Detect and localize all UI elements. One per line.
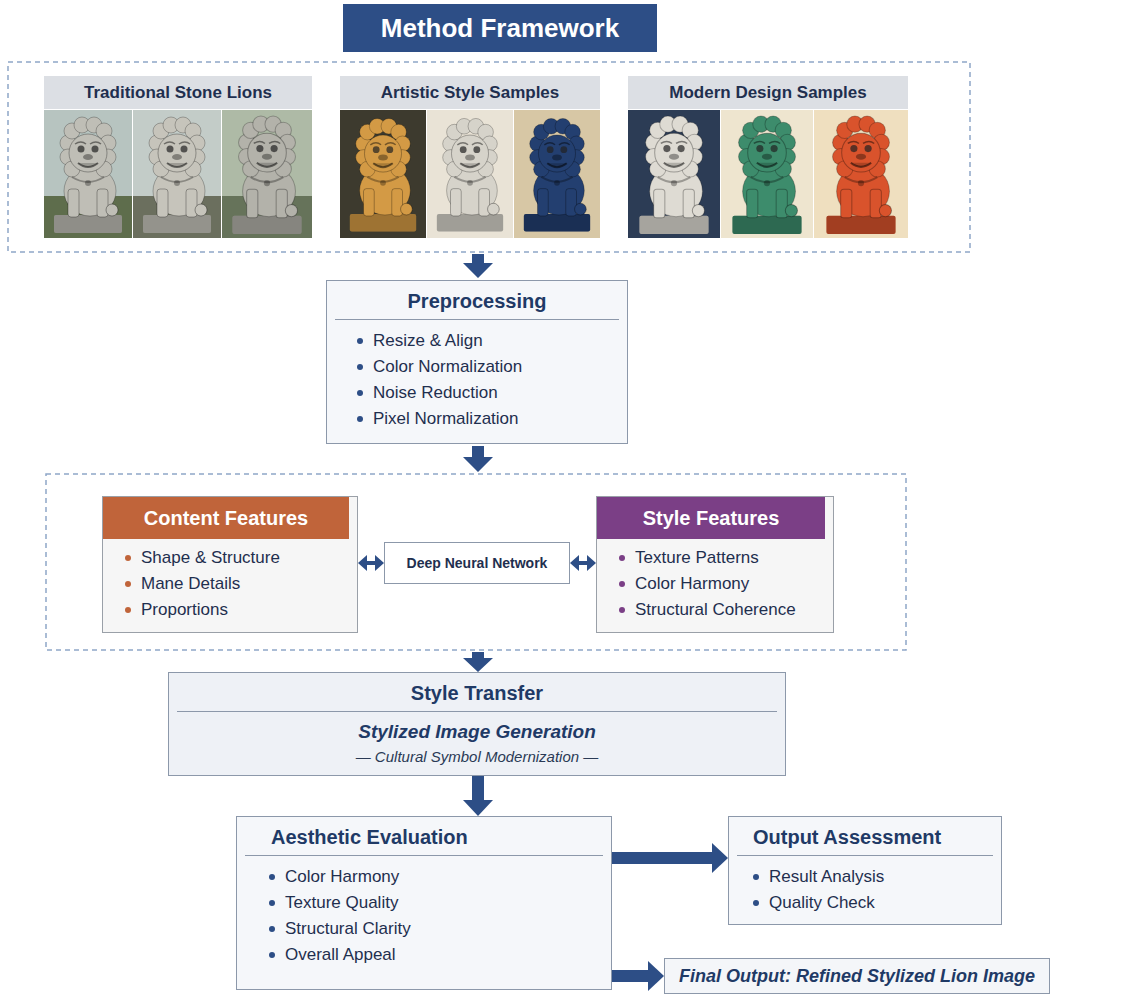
- box-heading: Output Assessment: [737, 825, 993, 856]
- network-box: Deep Neural Network: [384, 542, 570, 584]
- subheading: Stylized Image Generation: [177, 718, 777, 746]
- photo-ground: [814, 110, 908, 238]
- bullet-item: Color Normalization: [357, 354, 619, 380]
- bullet-item: Overall Appeal: [269, 942, 603, 968]
- bullet-item: Texture Patterns: [619, 545, 825, 571]
- lion-figure: [524, 118, 590, 231]
- output-box: Final Output: Refined Stylized Lion Imag…: [664, 958, 1050, 994]
- sample-panel-heading: Modern Design Samples: [628, 76, 908, 109]
- process-box: PreprocessingResize & AlignColor Normali…: [326, 280, 628, 444]
- bullet-item: Pixel Normalization: [357, 406, 619, 432]
- photo-ground: [628, 110, 720, 238]
- dashed-group: [8, 62, 970, 252]
- bullet-item: Proportions: [125, 597, 349, 623]
- photo-ground: [133, 110, 221, 238]
- photo-ground: [340, 110, 426, 238]
- box-heading: Aesthetic Evaluation: [245, 825, 603, 856]
- bullet-item: Structural Clarity: [269, 916, 603, 942]
- bullet-item: Color Harmony: [269, 864, 603, 890]
- flow-arrow: [579, 561, 587, 565]
- photo-ground: [721, 110, 813, 238]
- lion-figure: [826, 116, 895, 234]
- output-label: Final Output: Refined Stylized Lion Imag…: [679, 965, 1035, 987]
- tagline: — Cultural Symbol Modernization —: [177, 746, 777, 768]
- transfer-box: Style TransferStylized Image Generation—…: [168, 672, 786, 776]
- bullet-item: Structural Coherence: [619, 597, 825, 623]
- network-label: Deep Neural Network: [407, 555, 548, 571]
- evaluation-box: Aesthetic EvaluationColor HarmonyTexture…: [236, 816, 612, 990]
- panel-heading: Artistic Style Samples: [340, 76, 600, 109]
- photo-ground: [427, 110, 513, 238]
- photo-ground: [222, 110, 312, 238]
- bullet-item: Noise Reduction: [357, 380, 619, 406]
- lion-figure: [437, 118, 503, 231]
- bullet-item: Quality Check: [753, 890, 993, 916]
- lion-figure: [143, 117, 211, 233]
- feature-box: Content FeaturesShape & StructureMane De…: [102, 496, 358, 633]
- bullet-item: Shape & Structure: [125, 545, 349, 571]
- flow-arrow: [367, 561, 375, 565]
- photo-ground: [44, 110, 132, 238]
- flow-arrow: [612, 970, 648, 982]
- lion-figure: [639, 116, 708, 234]
- feature-heading: Content Features: [103, 497, 349, 539]
- flow-arrow: [463, 254, 493, 278]
- lion-figure: [350, 118, 416, 231]
- bullet-item: Result Analysis: [753, 864, 993, 890]
- title-banner: Method Framework: [343, 4, 657, 52]
- feature-box: Style FeaturesTexture PatternsColor Harm…: [596, 496, 834, 633]
- flow-arrow: [463, 652, 493, 672]
- sample-panel-heading: Artistic Style Samples: [340, 76, 600, 109]
- bullet-item: Mane Details: [125, 571, 349, 597]
- lion-figure: [54, 117, 122, 233]
- assessment-box: Output AssessmentResult AnalysisQuality …: [728, 816, 1002, 925]
- panel-heading: Traditional Stone Lions: [44, 76, 312, 109]
- photo-ground: [514, 110, 600, 238]
- lion-figure: [232, 116, 301, 234]
- flow-arrow: [612, 852, 712, 864]
- sample-panel-heading: Traditional Stone Lions: [44, 76, 312, 109]
- lion-figure: [732, 116, 801, 234]
- dashed-group: [46, 474, 906, 650]
- flow-arrow: [472, 776, 484, 800]
- title-text: Method Framework: [381, 13, 619, 44]
- flow-arrow: [463, 446, 493, 472]
- bullet-item: Texture Quality: [269, 890, 603, 916]
- panel-heading: Modern Design Samples: [628, 76, 908, 109]
- feature-heading: Style Features: [597, 497, 825, 539]
- box-heading: Preprocessing: [335, 289, 619, 320]
- box-heading: Style Transfer: [177, 679, 777, 712]
- bullet-item: Color Harmony: [619, 571, 825, 597]
- bullet-item: Resize & Align: [357, 328, 619, 354]
